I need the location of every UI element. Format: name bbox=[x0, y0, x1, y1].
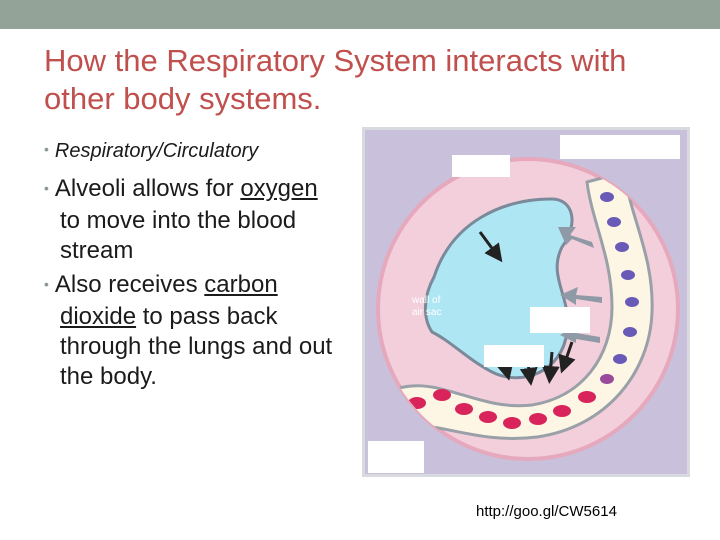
bullet-text: to move into the blood stream bbox=[60, 207, 297, 264]
top-accent-bar bbox=[0, 0, 720, 29]
bullet-item: • Also receives carbon dioxide to pass ba… bbox=[44, 270, 344, 392]
bullet-emphasis: carbon dioxide bbox=[60, 271, 278, 330]
label-box-blank bbox=[484, 345, 544, 367]
bullet-list: • Respiratory/Circulatory • Alveoli allows… bbox=[44, 137, 344, 396]
bullet-item: • Respiratory/Circulatory bbox=[44, 137, 344, 166]
slide-title: How the Respiratory System interacts wit… bbox=[44, 43, 627, 116]
bullet-text: Also receives bbox=[54, 271, 205, 298]
bullet-dot-icon: • bbox=[44, 180, 49, 196]
red-blood-cells bbox=[408, 389, 596, 429]
bullet-text: Alveoli allows for bbox=[54, 175, 241, 202]
bullet-text: to pass back through the lungs and out t… bbox=[60, 303, 333, 390]
label-box-blank bbox=[368, 441, 424, 473]
label-box-blank bbox=[452, 155, 510, 177]
label-box-blank bbox=[530, 307, 590, 333]
blue-blood-cells bbox=[600, 192, 639, 384]
bullet-dot-icon: • bbox=[44, 141, 49, 157]
bullet-item: • Alveoli allows for oxygen to move into … bbox=[44, 174, 344, 266]
bullet-emphasis: oxygen bbox=[240, 175, 318, 202]
label-box-blank bbox=[560, 135, 680, 159]
source-link[interactable]: http://goo.gl/CW5614 bbox=[476, 503, 617, 520]
bullet-text: Respiratory/Circulatory bbox=[54, 140, 259, 162]
bullet-dot-icon: • bbox=[44, 276, 49, 292]
